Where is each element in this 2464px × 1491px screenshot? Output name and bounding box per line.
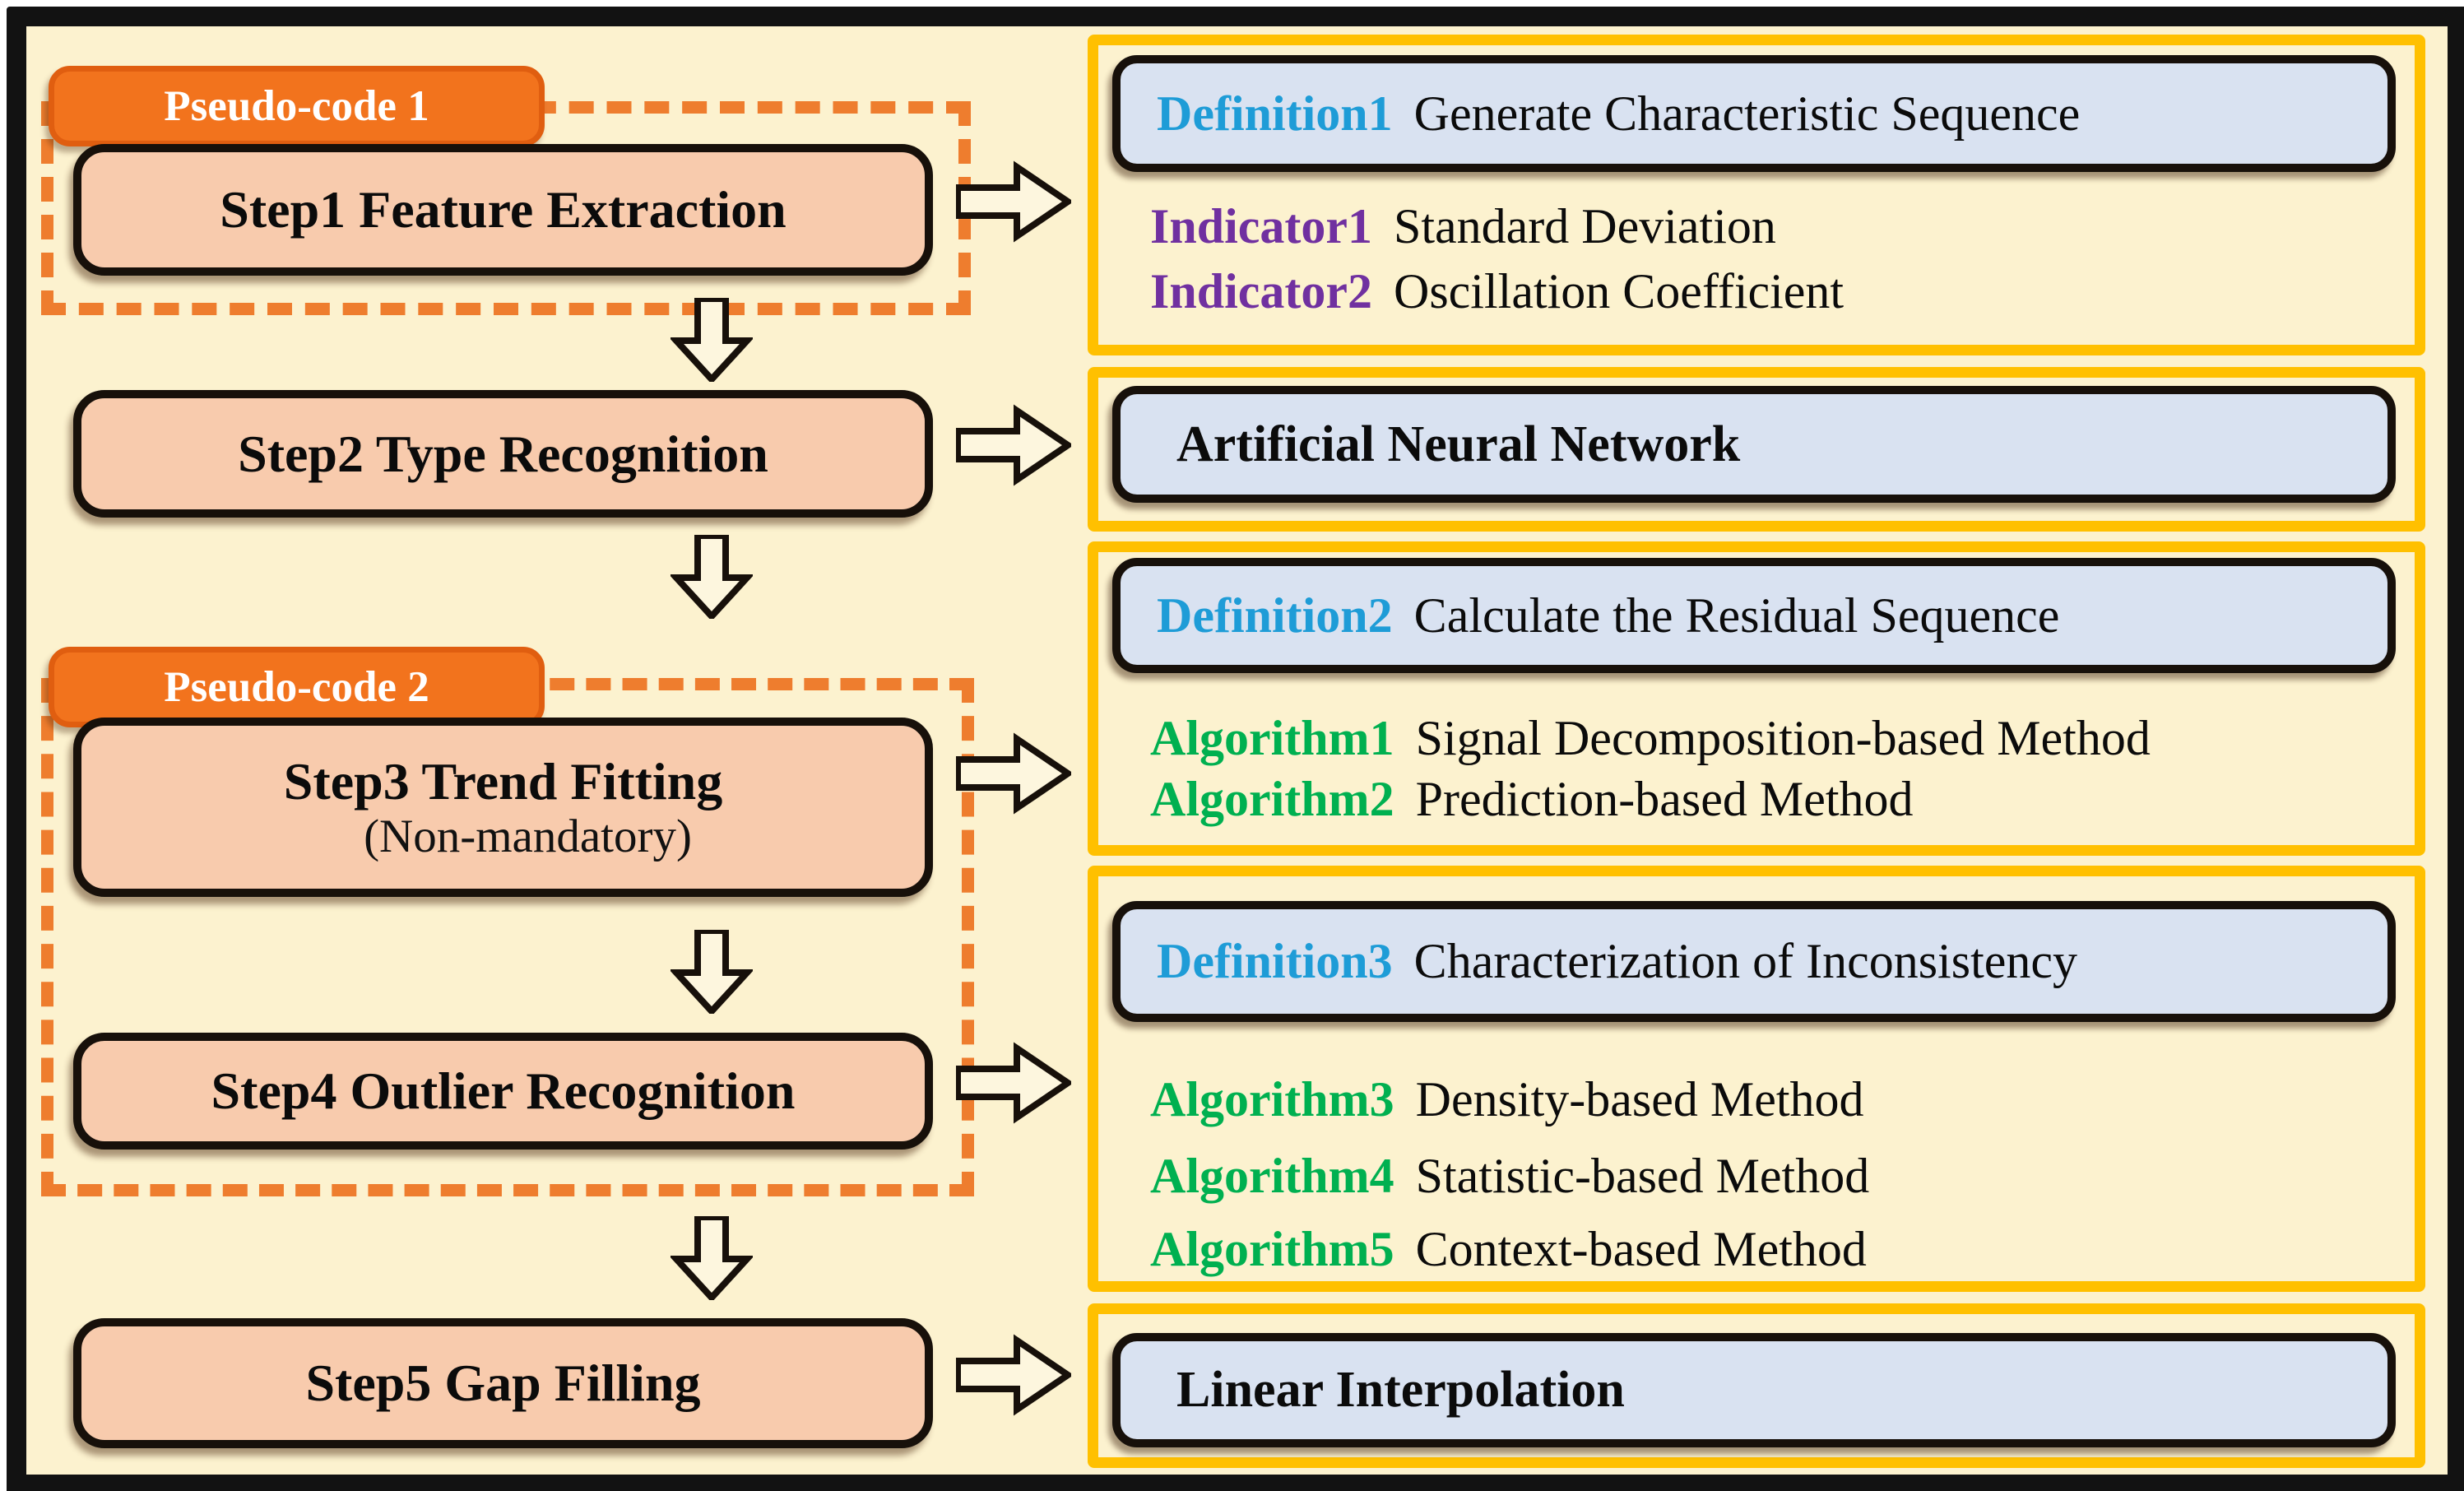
step-box-2: Step2 Type Recognition	[73, 390, 933, 518]
pseudo-code-1-label: Pseudo-code 1	[49, 66, 545, 146]
indicator-2-item: Indicator2 Oscillation Coefficient	[1150, 262, 1844, 321]
algorithm-5-text: Context-based Method	[1415, 1221, 1867, 1276]
pseudo-code-1-label-text: Pseudo-code 1	[164, 82, 429, 130]
algorithm-2-item: Algorithm2 Prediction-based Method	[1150, 769, 1914, 829]
ann-method-text: Artificial Neural Network	[1176, 416, 1741, 472]
step-box-3: Step3 Trend Fitting (Non-mandatory)	[73, 718, 933, 897]
step-5-title: Step5 Gap Filling	[305, 1354, 701, 1413]
algorithm-1-item: Algorithm1 Signal Decomposition-based Me…	[1150, 708, 2151, 768]
step-3-subtitle: (Non-mandatory)	[364, 811, 692, 863]
definition-3-keyword: Definition3	[1157, 934, 1393, 988]
down-arrow-step2-step3	[671, 535, 753, 619]
algorithm-4-item: Algorithm4 Statistic-based Method	[1150, 1146, 1869, 1205]
down-arrow-step1-step2	[671, 298, 753, 382]
algorithm-3-keyword: Algorithm3	[1150, 1071, 1394, 1126]
step-1-title: Step1 Feature Extraction	[220, 180, 787, 239]
definition-2-keyword: Definition2	[1157, 588, 1393, 643]
pseudo-code-2-label: Pseudo-code 2	[49, 647, 545, 727]
step-box-5: Step5 Gap Filling	[73, 1318, 933, 1448]
right-arrow-step5-panel5	[956, 1334, 1071, 1416]
step-4-title: Step4 Outlier Recognition	[211, 1061, 796, 1121]
algorithm-4-text: Statistic-based Method	[1415, 1148, 1870, 1203]
algorithm-3-text: Density-based Method	[1415, 1071, 1864, 1126]
ann-method-box: Artificial Neural Network	[1112, 386, 2396, 503]
pseudo-code-2-label-text: Pseudo-code 2	[164, 663, 429, 711]
definition-2-box: Definition2 Calculate the Residual Seque…	[1112, 558, 2396, 673]
definition-3-text: Characterization of Inconsistency	[1413, 934, 2078, 988]
down-arrow-step3-step4	[671, 930, 753, 1014]
algorithm-4-keyword: Algorithm4	[1150, 1148, 1394, 1203]
algorithm-2-text: Prediction-based Method	[1415, 771, 1914, 826]
right-arrow-step4-panel4	[956, 1042, 1071, 1124]
right-arrow-step2-panel2	[956, 404, 1071, 486]
step-box-1: Step1 Feature Extraction	[73, 144, 933, 276]
algorithm-5-keyword: Algorithm5	[1150, 1221, 1394, 1276]
step-2-title: Step2 Type Recognition	[238, 424, 768, 483]
indicator-2-keyword: Indicator2	[1150, 263, 1372, 318]
definition-2-text: Calculate the Residual Sequence	[1413, 588, 2060, 643]
algorithm-1-text: Signal Decomposition-based Method	[1415, 710, 2151, 765]
definition-1-text: Generate Characteristic Sequence	[1413, 86, 2081, 141]
algorithm-5-item: Algorithm5 Context-based Method	[1150, 1219, 1867, 1279]
indicator-1-text: Standard Deviation	[1394, 198, 1776, 253]
indicator-1-keyword: Indicator1	[1150, 198, 1372, 253]
algorithm-1-keyword: Algorithm1	[1150, 710, 1394, 765]
algorithm-3-item: Algorithm3 Density-based Method	[1150, 1070, 1864, 1129]
algorithm-2-keyword: Algorithm2	[1150, 771, 1394, 826]
definition-1-keyword: Definition1	[1157, 86, 1393, 141]
down-arrow-step4-step5	[671, 1216, 753, 1300]
right-arrow-step1-panel1	[956, 160, 1071, 243]
indicator-1-item: Indicator1 Standard Deviation	[1150, 197, 1776, 256]
linear-interpolation-box: Linear Interpolation	[1112, 1333, 2396, 1447]
step-box-4: Step4 Outlier Recognition	[73, 1033, 933, 1150]
definition-1-box: Definition1 Generate Characteristic Sequ…	[1112, 55, 2396, 172]
step-3-title: Step3 Trend Fitting	[283, 751, 723, 811]
definition-3-box: Definition3 Characterization of Inconsis…	[1112, 901, 2396, 1022]
linear-interpolation-text: Linear Interpolation	[1176, 1362, 1625, 1418]
indicator-2-text: Oscillation Coefficient	[1394, 263, 1845, 318]
right-arrow-step3-panel3	[956, 732, 1071, 815]
